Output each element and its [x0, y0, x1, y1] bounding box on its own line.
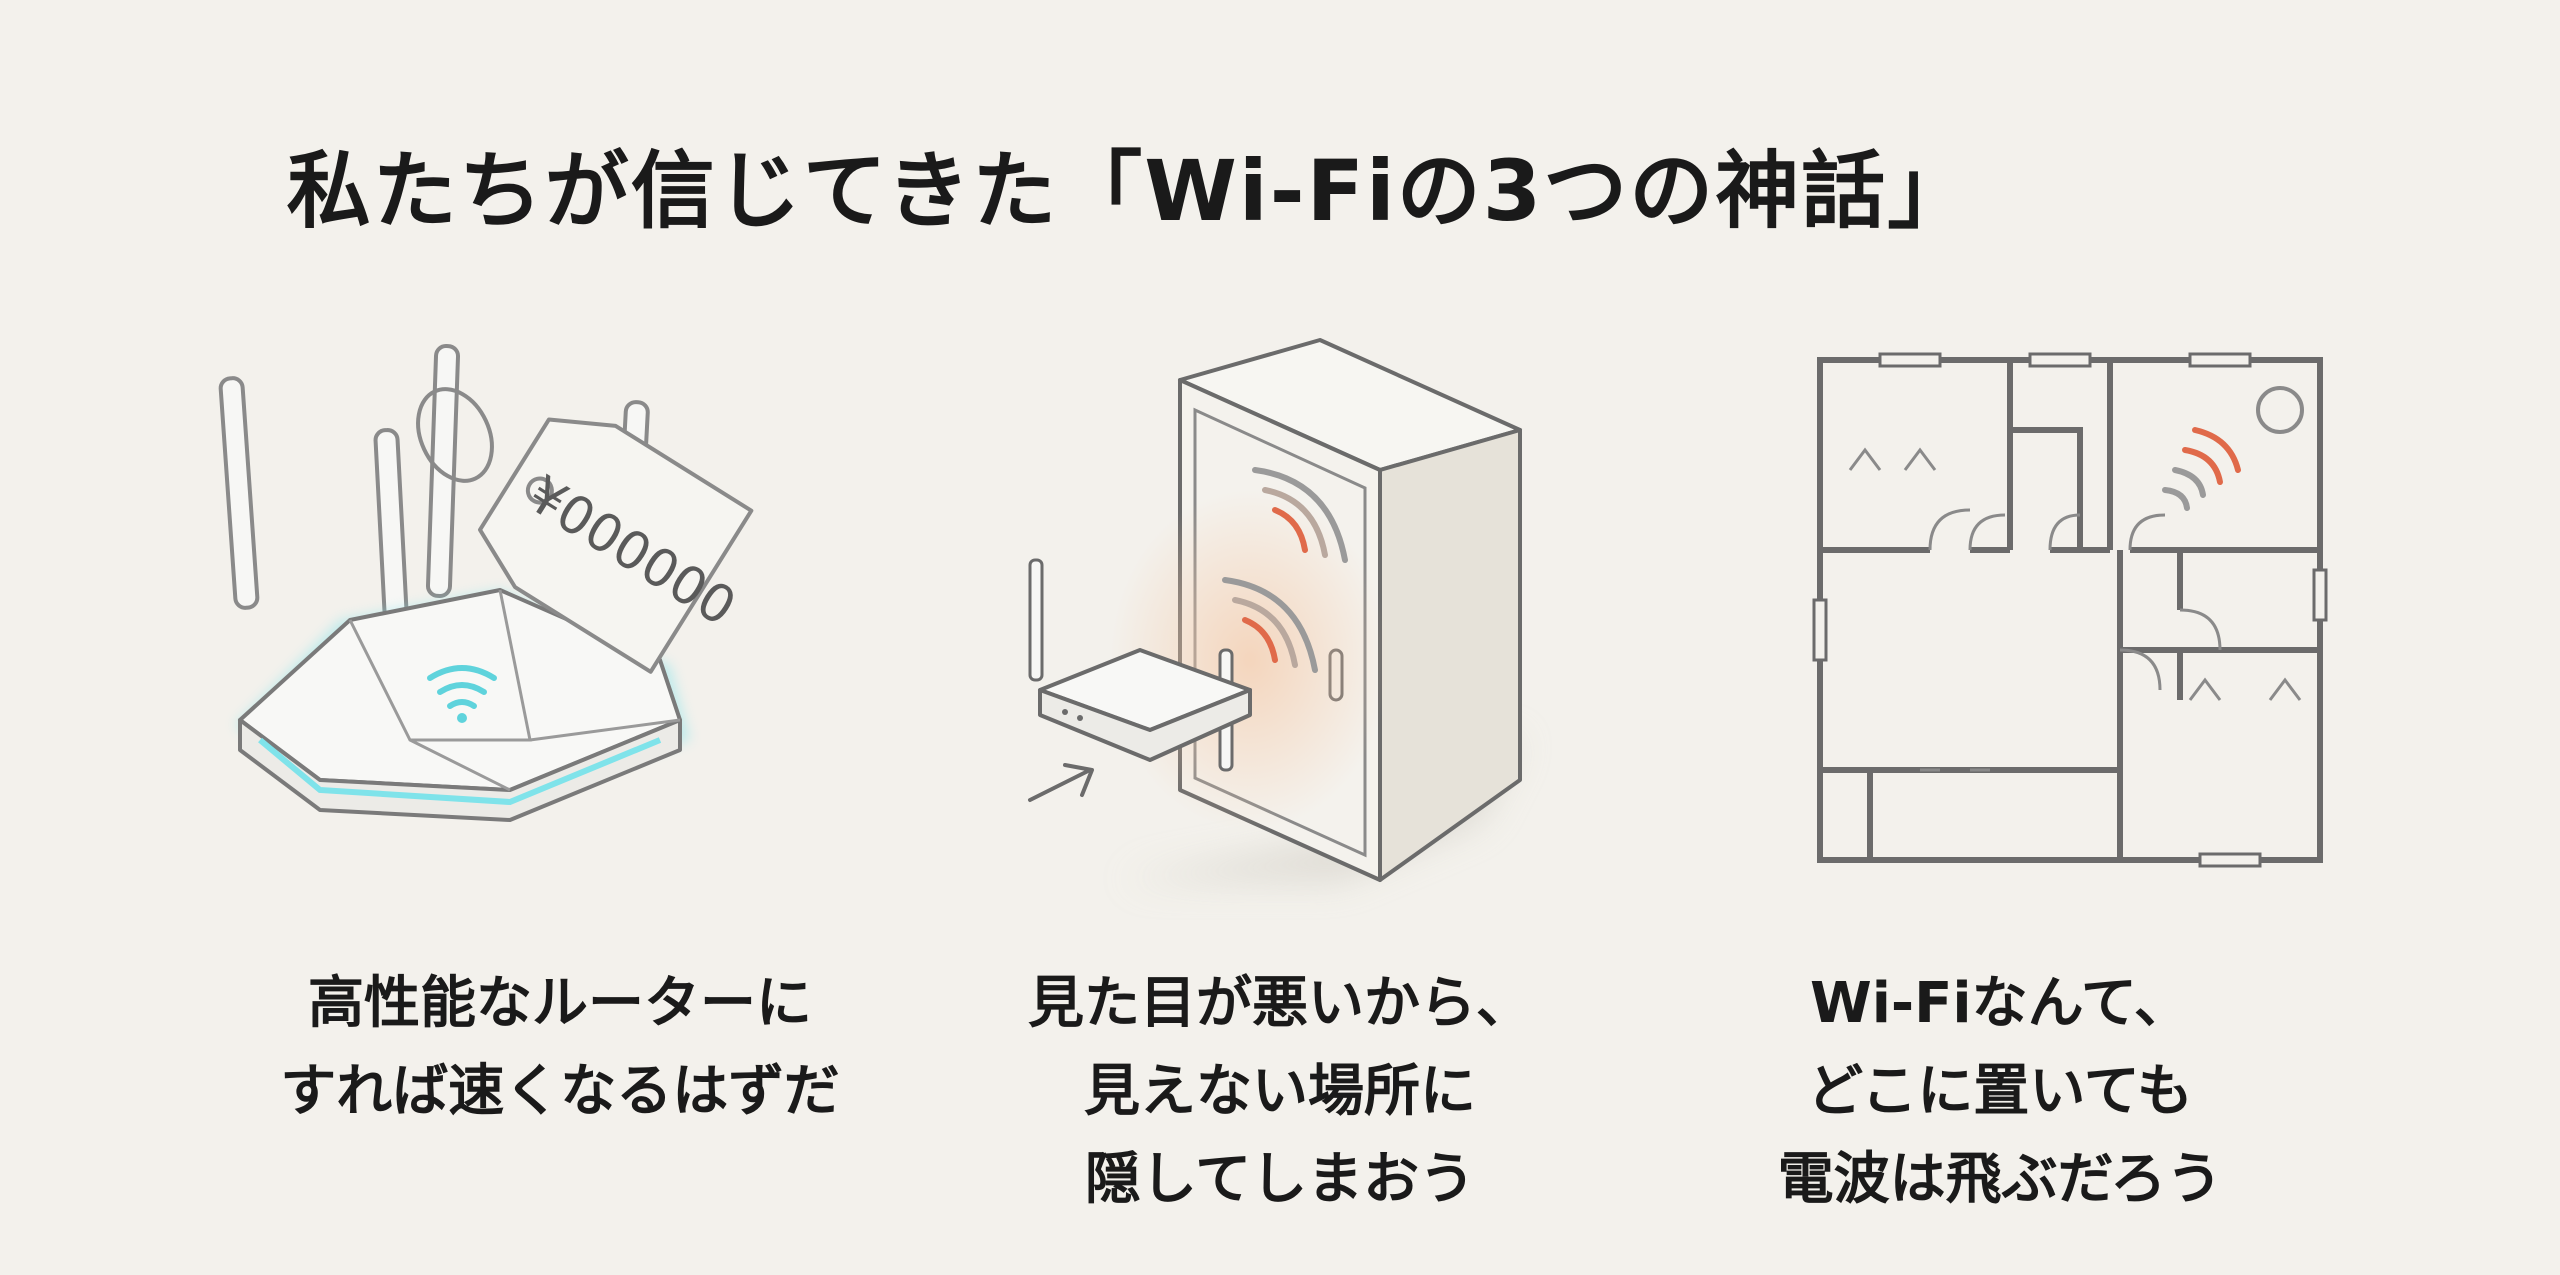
router-hidden-cabinet-icon	[1028, 338, 1522, 882]
caption-line: 見た目が悪いから、	[1028, 971, 1532, 1036]
myth-caption-3: Wi-Fiなんて、 どこに置いても 電波は飛ぶだろう	[1640, 960, 2360, 1224]
myth-panel-2: 見た目が悪いから、 見えない場所に 隠してしまおう	[920, 320, 1640, 1220]
caption-line: Wi-Fiなんて、	[1809, 971, 2191, 1036]
caption-line: 見えない場所に	[1084, 1059, 1476, 1124]
caption-line: 電波は飛ぶだろう	[1777, 1147, 2223, 1212]
floor-plan-signal-icon	[1812, 352, 2328, 868]
caption-line: すれば速くなるはずだ	[280, 1059, 840, 1124]
page-title: 私たちが信じてきた「Wi-Fiの3つの神話」	[286, 142, 1974, 241]
caption-line: 隠してしまおう	[1084, 1147, 1476, 1212]
myth-panel-1: ¥000000 高性能なルーターに すれば速くなるはずだ	[200, 320, 920, 1220]
router-price-tag-icon: ¥000000	[218, 344, 754, 822]
caption-line: 高性能なルーターに	[308, 971, 812, 1036]
myth-caption-2: 見た目が悪いから、 見えない場所に 隠してしまおう	[920, 960, 1640, 1224]
myth-panel-3: Wi-Fiなんて、 どこに置いても 電波は飛ぶだろう	[1640, 320, 2360, 1220]
myth-caption-1: 高性能なルーターに すれば速くなるはずだ	[200, 960, 920, 1136]
caption-line: どこに置いても	[1807, 1059, 2193, 1124]
